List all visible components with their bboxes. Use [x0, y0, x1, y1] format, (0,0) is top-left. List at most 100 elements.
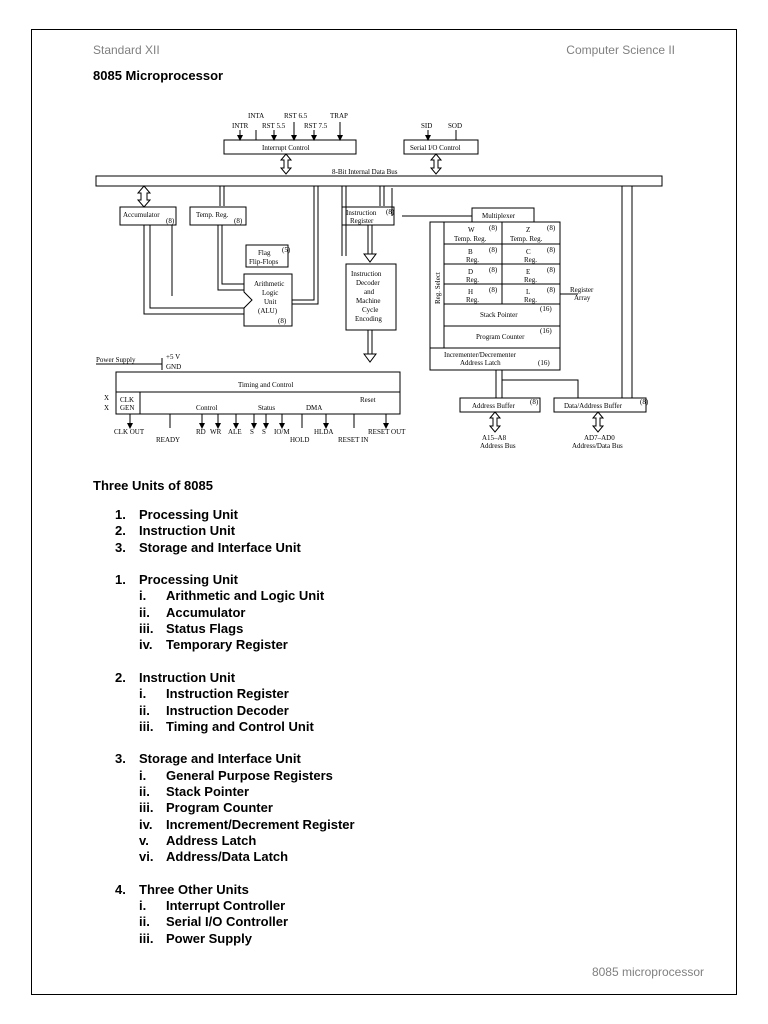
instruction-register-label-2: Register	[350, 217, 374, 225]
unit-item: iii. Program Counter	[93, 800, 653, 816]
summary-item-number: 3.	[115, 539, 126, 555]
temp-reg-bits: (8)	[234, 217, 243, 225]
flag-label-2: Flip-Flops	[249, 258, 278, 266]
unit-item: i. General Purpose Registers	[93, 768, 653, 784]
document-title: 8085 Microprocessor	[93, 68, 224, 83]
reg-z-bits: (8)	[547, 224, 556, 232]
unit-item: iii. Power Supply	[93, 931, 653, 947]
unit-item-label: Increment/Decrement Register	[166, 816, 355, 832]
summary-item-number: 2.	[115, 523, 126, 539]
reg-h-bits: (8)	[489, 286, 498, 294]
reg-c: C	[526, 248, 531, 256]
s1-label: S	[262, 428, 266, 436]
reg-e-reg: Reg.	[524, 276, 537, 284]
unit-item-number: i.	[139, 898, 147, 914]
flag-bits: (5)	[282, 246, 291, 254]
pin-rst55: RST 5.5	[262, 122, 286, 130]
power-supply-label: Power Supply	[96, 356, 136, 364]
unit-item-label: General Purpose Registers	[166, 767, 333, 783]
reg-e-bits: (8)	[547, 266, 556, 274]
reg-d-reg: Reg.	[466, 276, 479, 284]
unit-heading: 3. Storage and Interface Unit	[93, 751, 653, 767]
address-buffer-bits: (8)	[530, 398, 539, 406]
reg-select-label: Reg. Select	[434, 272, 442, 304]
data-address-buffer-bits: (8)	[640, 398, 649, 406]
pin-intr: INTR	[232, 122, 249, 130]
summary-item-label: Processing Unit	[139, 507, 238, 522]
summary-item-number: 1.	[115, 507, 126, 522]
unit-item-label: Instruction Register	[166, 686, 289, 702]
unit-item: ii. Instruction Decoder	[93, 703, 653, 719]
section-heading: Three Units of 8085	[93, 478, 213, 493]
pin-sid: SID	[421, 122, 432, 130]
reg-l: L	[526, 288, 530, 296]
stack-pointer-label: Stack Pointer	[480, 311, 518, 319]
flag-box	[245, 244, 289, 268]
dma-label: DMA	[306, 404, 322, 412]
unit-item-label: Power Supply	[166, 930, 252, 946]
summary-item: 3. Storage and Interface Unit	[93, 540, 653, 556]
decoder-label-3: and	[364, 288, 375, 296]
program-counter-bits: (16)	[540, 327, 552, 335]
unit-item: iii. Timing and Control Unit	[93, 719, 653, 735]
hold-label: HOLD	[290, 436, 309, 444]
unit-item-number: vi.	[139, 849, 154, 865]
reset-in-label: RESET IN	[338, 436, 368, 444]
unit-item-label: Interrupt Controller	[166, 898, 286, 914]
data-address-buffer-label: Data/Address Buffer	[564, 402, 623, 410]
rd-label: RD	[196, 428, 206, 436]
unit-number: 2.	[115, 669, 126, 685]
unit-item: i. Interrupt Controller	[93, 898, 653, 914]
flag-label: Flag	[258, 249, 271, 257]
serial-control-label: Serial I/O Control	[410, 144, 461, 152]
unit-label: Three Other Units	[139, 881, 249, 897]
decoder-label-1: Instruction	[351, 270, 382, 278]
unit-item-label: Instruction Decoder	[166, 702, 289, 718]
header-left: Standard XII	[93, 43, 160, 57]
unit-item-number: v.	[139, 832, 149, 848]
unit-item-number: iv.	[139, 816, 153, 832]
address-data-bus-label: Address/Data Bus	[572, 442, 623, 450]
unit-heading: 1. Processing Unit	[93, 572, 653, 588]
s0-label: S	[250, 428, 254, 436]
interrupt-control-box	[223, 139, 357, 155]
alu-label-4: (ALU)	[258, 307, 278, 315]
pin-trap: TRAP	[330, 112, 348, 120]
unit-item: iii. Status Flags	[93, 621, 653, 637]
alu-bits: (8)	[278, 317, 287, 325]
summary-item-label: Storage and Interface Unit	[139, 539, 301, 555]
unit-item-number: ii.	[139, 702, 150, 718]
status-label: Status	[258, 404, 275, 412]
unit-item-number: iii.	[139, 718, 154, 734]
summary-item: 2. Instruction Unit	[93, 523, 653, 539]
control-label: Control	[196, 404, 217, 412]
unit-item-label: Timing and Control Unit	[166, 718, 314, 734]
pin-sod: SOD	[448, 122, 462, 130]
clk-out-label: CLK OUT	[114, 428, 145, 436]
inc-dec-label-2: Address Latch	[460, 359, 501, 367]
reg-l-bits: (8)	[547, 286, 556, 294]
unit-item: vi. Address/Data Latch	[93, 849, 653, 865]
unit-item-label: Address Latch	[166, 832, 257, 848]
alu-box	[243, 273, 293, 327]
summary-item: 1. Processing Unit	[93, 507, 653, 523]
decoder-label-2: Decoder	[356, 279, 380, 287]
unit-number: 1.	[115, 572, 126, 588]
bus-label: 8-Bit Internal Data Bus	[332, 168, 398, 176]
footer-label: 8085 microprocessor	[591, 965, 704, 979]
unit-heading: 2. Instruction Unit	[93, 670, 653, 686]
temp-reg-label: Temp. Reg.	[196, 211, 229, 219]
unit-item: i. Arithmetic and Logic Unit	[93, 588, 653, 604]
unit-item-number: i.	[139, 767, 147, 783]
unit-item-number: ii.	[139, 914, 150, 930]
register-array-label-2: Array	[574, 294, 591, 302]
pin-rst65: RST 6.5	[284, 112, 308, 120]
multiplexer-label: Multiplexer	[482, 212, 516, 220]
wr-label: WR	[210, 428, 222, 436]
alu-label-1: Arithmetic	[254, 280, 284, 288]
unit-item-label: Serial I/O Controller	[166, 914, 289, 930]
unit-item: v. Address Latch	[93, 833, 653, 849]
ale-label: ALE	[228, 428, 242, 436]
unit-label: Storage and Interface Unit	[139, 751, 301, 767]
ready-label: READY	[156, 436, 180, 444]
